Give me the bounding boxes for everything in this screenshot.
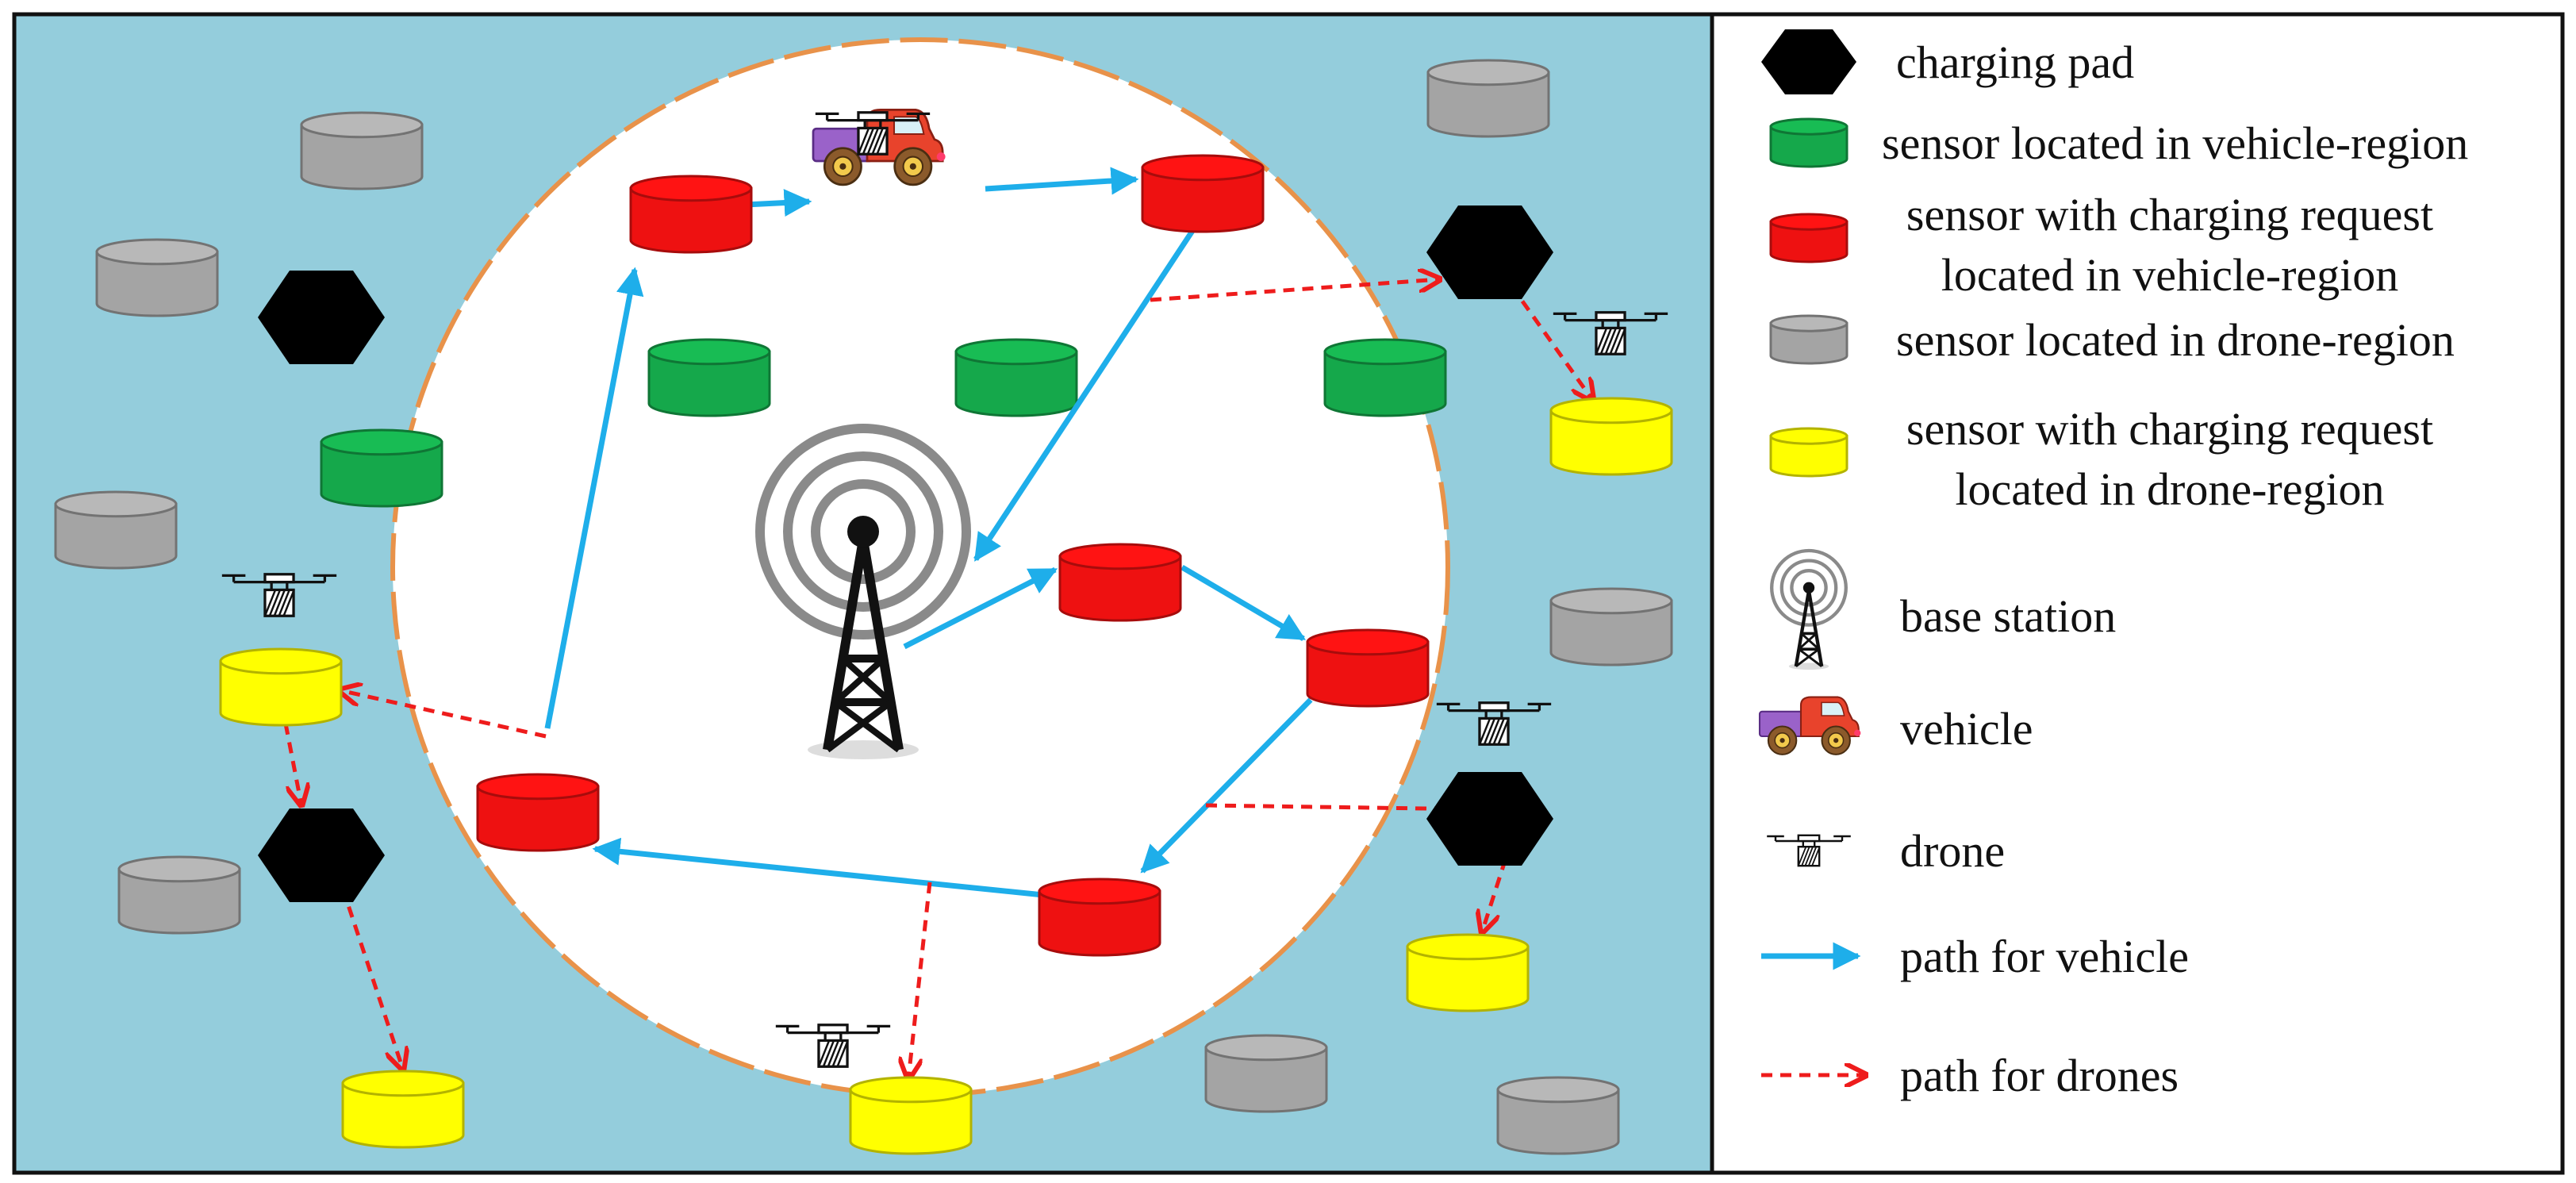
sensor-request-drone-region [1549, 397, 1673, 476]
sensor-vehicle-region [1323, 338, 1447, 417]
legend-label: located in drone-region [1955, 463, 2384, 515]
legend-item-sensor-request-vehicle-region: sensor with charging request located in v… [1769, 189, 2433, 301]
vehicle-path-arrow [592, 837, 1044, 898]
legend-label: sensor with charging request [1906, 189, 2433, 240]
legend-label: sensor located in vehicle-region [1882, 117, 2468, 169]
legend-vehicle-icon [1758, 696, 1861, 755]
legend-label: path for vehicle [1900, 931, 2189, 982]
charging-pad [1426, 205, 1553, 299]
drone-path-arrow [340, 888, 403, 1070]
drone-path-arrow [908, 881, 932, 1079]
legend-label: vehicle [1900, 703, 2033, 755]
sensor-drone-region [300, 111, 424, 190]
sensor-request-vehicle-region [1038, 878, 1161, 957]
sensor-request-vehicle-region [629, 175, 753, 254]
legend-label: sensor located in drone-region [1896, 314, 2455, 366]
sensor-drone-region [117, 855, 241, 935]
legend-item-sensor-drone-region: sensor located in drone-region [1769, 314, 2455, 366]
legend-label: located in vehicle-region [1941, 249, 2399, 301]
legend-item-charging-pad: charging pad [1761, 29, 2134, 94]
sensor-request-drone-region [1406, 933, 1530, 1012]
sensor-vehicle-region [320, 428, 443, 508]
drone [775, 1024, 891, 1068]
legend-label: drone [1900, 825, 2005, 877]
legend-base-station-icon [1770, 548, 1848, 670]
sensor-drone-region [1204, 1034, 1328, 1113]
legend-charging-pad-icon [1761, 29, 1856, 94]
legend-sensor-red-icon [1769, 213, 1849, 263]
drone [1553, 311, 1668, 355]
sensor-drone-region [95, 238, 219, 317]
sensor-request-drone-region [849, 1076, 973, 1155]
sensor-request-vehicle-region [1058, 543, 1182, 622]
legend-item-base-station: base station [1770, 548, 2116, 670]
vehicle-path-arrow [903, 567, 1058, 650]
sensor-vehicle-region [954, 338, 1078, 417]
legend-item-vehicle: vehicle [1758, 696, 2033, 755]
legend-box [1710, 12, 2565, 1175]
vehicle-path-arrow [973, 227, 1196, 562]
sensor-vehicle-region [647, 338, 771, 417]
vehicle-path-arrow [985, 167, 1139, 195]
base-station [755, 424, 971, 759]
legend-label: sensor with charging request [1906, 403, 2433, 455]
sensor-request-drone-region [341, 1070, 465, 1149]
charging-pad [258, 809, 385, 902]
vehicle-path-arrow [1140, 697, 1313, 874]
legend-item-sensor-request-drone-region: sensor with charging request located in d… [1769, 403, 2433, 515]
sensor-drone-region [54, 490, 178, 570]
sensor-request-vehicle-region [1306, 628, 1430, 708]
sensor-drone-region [1426, 59, 1550, 138]
sensor-request-drone-region [219, 647, 343, 727]
legend-item-sensor-vehicle-region: sensor located in vehicle-region [1769, 117, 2468, 169]
charging-pad [1426, 772, 1553, 866]
legend-item-drone: drone [1767, 825, 2005, 877]
legend-sensor-yellow-icon [1769, 427, 1849, 478]
legend-item-path-drones: path for drones [1761, 1050, 2179, 1101]
vehicle-path-arrow [1181, 564, 1307, 642]
sensor-drone-region [1496, 1076, 1620, 1155]
sensor-request-vehicle-region [1141, 154, 1265, 233]
legend-sensor-gray-icon [1769, 314, 1849, 365]
drone-path-arrow [1150, 279, 1440, 302]
drone-path-arrow [283, 723, 301, 805]
drone [221, 573, 337, 617]
legend-label: charging pad [1896, 36, 2134, 88]
drone-path-arrow [1205, 805, 1480, 809]
sensor-request-vehicle-region [476, 773, 600, 852]
drone [815, 111, 931, 156]
drone-path-arrow [1482, 840, 1514, 932]
drone [1436, 701, 1552, 746]
legend-label: base station [1900, 590, 2116, 642]
legend-sensor-green-icon [1769, 117, 1849, 168]
charging-pad [258, 271, 385, 364]
vehicle-path-arrow [544, 267, 644, 729]
legend-drone-icon [1767, 834, 1851, 867]
legend-label: path for drones [1900, 1050, 2179, 1101]
vehicle-path-arrow [745, 189, 812, 217]
drone-path-arrow [340, 690, 547, 739]
drone-path-arrow [1509, 284, 1593, 401]
legend-item-path-vehicle: path for vehicle [1761, 931, 2189, 982]
vehicle-region [390, 37, 1450, 1097]
sensor-drone-region [1549, 587, 1673, 666]
